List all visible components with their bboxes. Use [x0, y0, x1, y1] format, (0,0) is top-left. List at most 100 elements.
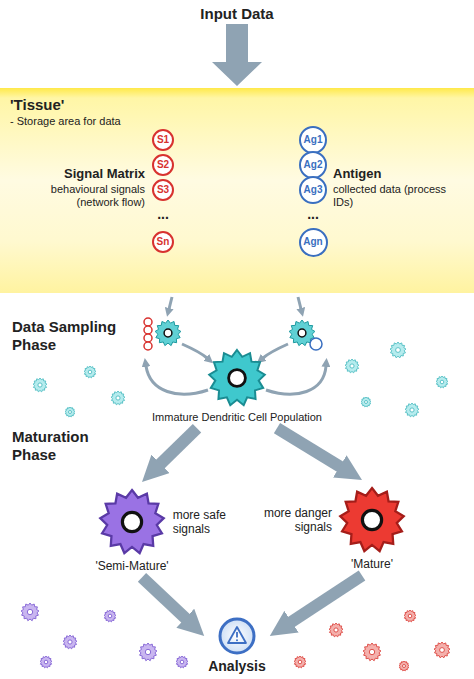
- background-cell: [436, 376, 448, 388]
- cell-body: [363, 643, 381, 661]
- cell-body: [65, 407, 75, 417]
- cell-nucleus: [298, 660, 302, 664]
- background-cells: [21, 342, 450, 671]
- cell-column: 'Mature': [336, 484, 408, 571]
- cell-body: [390, 342, 406, 358]
- background-cell: [399, 661, 409, 671]
- flow-arrow: [289, 575, 362, 623]
- signal-id: Ag3: [304, 185, 323, 195]
- cell-label: 'Semi-Mature': [95, 559, 168, 573]
- background-cell: [33, 378, 47, 392]
- sampling-cells: [144, 318, 322, 350]
- antigen-bead: [310, 338, 322, 350]
- cell-figure: [100, 490, 164, 553]
- cell-nucleus: [116, 396, 120, 400]
- background-cell: [84, 366, 96, 378]
- cell-body: [63, 635, 77, 649]
- background-cell: [63, 635, 77, 649]
- flow-arrow: [159, 428, 197, 465]
- sampling-arrows: [146, 297, 326, 394]
- cell-body: [33, 378, 47, 392]
- mature-cell: more danger signals 'Mature': [248, 484, 408, 571]
- cell-shape: [205, 346, 269, 410]
- signal-id: S1: [157, 135, 169, 145]
- phase-label: Data Sampling Phase: [12, 318, 137, 354]
- cell-body: [434, 642, 450, 658]
- matrix-note: behavioural signals (network flow): [12, 183, 145, 209]
- flow-arrow: [277, 428, 342, 468]
- cell-nucleus: [145, 649, 150, 654]
- background-cell: [176, 656, 188, 668]
- signal-bead: [144, 326, 152, 334]
- cell-column: 'Semi-Mature': [95, 486, 168, 573]
- antigen-circle: Ag2: [299, 151, 327, 179]
- cell-body: [345, 359, 359, 373]
- cell-nucleus: [408, 614, 412, 618]
- matrix-label: Signal Matrix: [12, 166, 145, 182]
- cell-nucleus: [298, 329, 306, 337]
- background-cell: [363, 643, 381, 661]
- cell-column: Immature Dendritic Cell Population: [152, 346, 322, 424]
- side-note-box: more safe signals: [173, 508, 245, 537]
- cell-body: [209, 350, 265, 405]
- signal-circle: S1: [152, 129, 174, 151]
- warning-mark: [236, 632, 238, 638]
- cell-label: Immature Dendritic Cell Population: [152, 411, 322, 424]
- immature-cell: Immature Dendritic Cell Population: [152, 346, 322, 424]
- background-cell: [404, 610, 416, 622]
- cell-nucleus: [88, 370, 92, 374]
- antigen-note: collected data (process IDs): [333, 183, 458, 209]
- cell-nucleus: [362, 510, 381, 529]
- cell-body: [361, 397, 371, 407]
- cell-nucleus: [369, 649, 374, 654]
- cell-nucleus: [164, 329, 172, 337]
- analysis-icon: [216, 615, 258, 657]
- cell-nucleus: [44, 660, 48, 664]
- cell-shape: [96, 486, 168, 558]
- analysis-node: Analysis: [208, 615, 266, 675]
- cell-body: [21, 603, 39, 621]
- sampling-arrow: [169, 297, 172, 309]
- signal-id: Agn: [303, 237, 322, 247]
- antigen-circle: Ag3: [299, 176, 327, 204]
- cell-label: 'Mature': [351, 557, 393, 571]
- background-cell: [294, 656, 306, 668]
- cell-nucleus: [122, 512, 141, 531]
- background-cell: [361, 397, 371, 407]
- side-note-box: more danger signals: [248, 506, 332, 535]
- cell-body: [100, 490, 164, 553]
- background-cell: [405, 403, 419, 417]
- signal-bead: [144, 342, 152, 350]
- signal-id: Sn: [157, 237, 170, 247]
- cell-body: [40, 656, 52, 668]
- signal-id: Ag1: [304, 135, 323, 145]
- cell-shape: [336, 484, 408, 556]
- input-arrow: [212, 24, 262, 86]
- cell-body: [111, 391, 125, 405]
- signal-sampling-cell: [155, 320, 181, 346]
- cell-nucleus: [68, 640, 72, 644]
- cell-nucleus: [108, 614, 112, 618]
- cell-body: [405, 403, 419, 417]
- cell-body: [399, 661, 409, 671]
- analysis-circle: [220, 619, 254, 653]
- cell-nucleus: [180, 660, 184, 664]
- cell-body: [404, 610, 416, 622]
- warning-triangle: [228, 627, 246, 643]
- signal-circle: S3: [152, 179, 174, 201]
- background-cell: [434, 642, 450, 658]
- cell-body: [84, 366, 96, 378]
- cell-body: [329, 623, 343, 637]
- signal-note: more danger signals: [248, 506, 332, 535]
- sampling-arrow: [298, 297, 301, 309]
- cell-body: [340, 488, 404, 551]
- signal-id: Ag2: [304, 160, 323, 170]
- cell-nucleus: [38, 383, 42, 387]
- antigen-circle: Agn: [299, 228, 328, 257]
- sampling-arrow: [182, 344, 207, 358]
- background-cell: [104, 610, 116, 622]
- sampling-arrow: [146, 366, 208, 394]
- signal-bead: [144, 334, 152, 342]
- signal-id: S3: [157, 185, 169, 195]
- cell-nucleus: [440, 380, 444, 384]
